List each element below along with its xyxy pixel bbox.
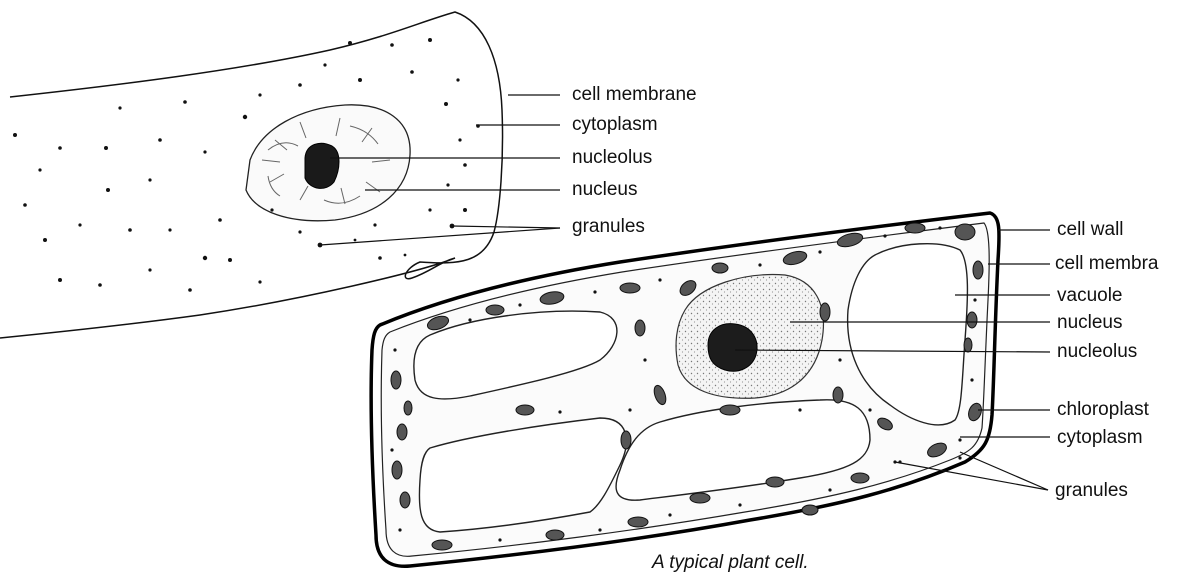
label-plant-granules: granules bbox=[1055, 480, 1128, 502]
label-plant-cell-wall: cell wall bbox=[1057, 219, 1124, 241]
label-animal-granules: granules bbox=[572, 216, 645, 238]
animal-cell bbox=[0, 12, 560, 338]
plant-cell bbox=[371, 213, 1050, 566]
label-plant-cell-membrane: cell membra bbox=[1055, 253, 1158, 275]
label-animal-cytoplasm: cytoplasm bbox=[572, 114, 658, 136]
animal-nucleolus bbox=[305, 143, 339, 188]
plant-nucleolus bbox=[708, 324, 757, 372]
plant-cell-caption: A typical plant cell. bbox=[652, 552, 809, 574]
label-plant-nucleus: nucleus bbox=[1057, 312, 1123, 334]
label-animal-nucleolus: nucleolus bbox=[572, 147, 652, 169]
label-plant-vacuole: vacuole bbox=[1057, 285, 1123, 307]
label-plant-nucleolus: nucleolus bbox=[1057, 341, 1137, 363]
label-animal-nucleus: nucleus bbox=[572, 179, 638, 201]
animal-granules bbox=[13, 38, 480, 292]
label-plant-chloroplast: chloroplast bbox=[1057, 399, 1149, 421]
label-plant-cytoplasm: cytoplasm bbox=[1057, 427, 1143, 449]
label-animal-cell-membrane: cell membrane bbox=[572, 84, 697, 106]
